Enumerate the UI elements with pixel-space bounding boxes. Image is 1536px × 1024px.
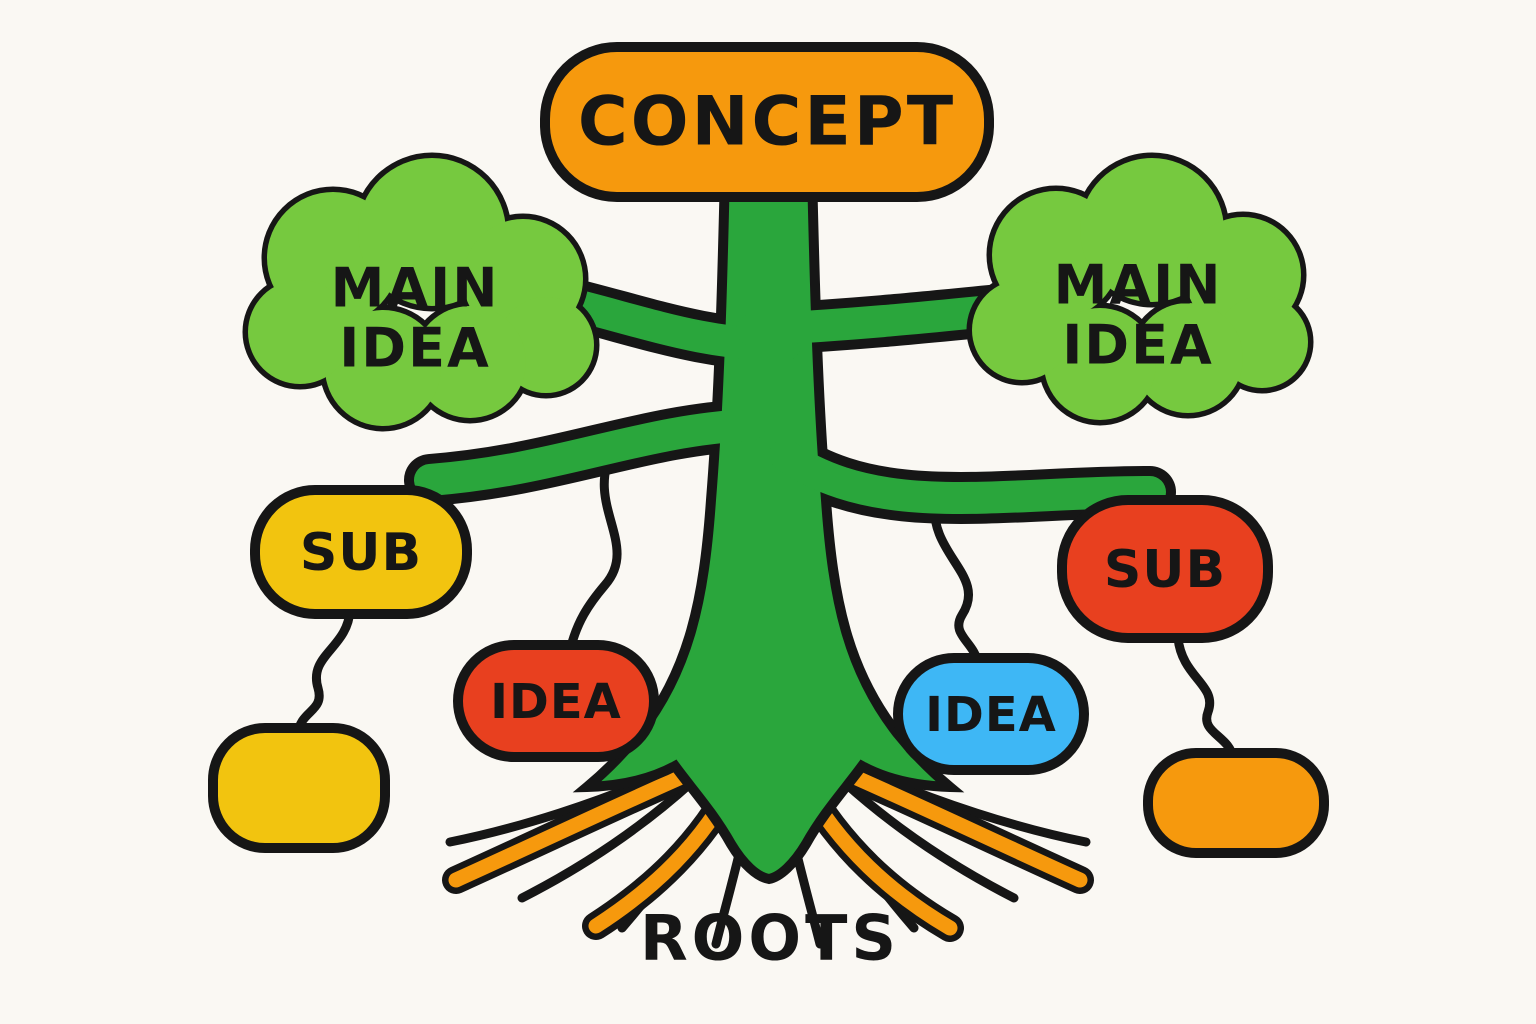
leaf-node-orange — [1143, 748, 1329, 858]
concept-node — [540, 42, 994, 202]
connector-branch-to-idea-left — [565, 447, 622, 655]
branch-mid-left — [414, 409, 766, 496]
connector-sub-right-to-leaf — [1173, 633, 1238, 763]
connector-sub-left-to-leaf — [293, 605, 355, 739]
concept-label: CONCEPT — [578, 83, 956, 162]
main-idea-right-line1: MAIN — [1054, 254, 1223, 317]
sub-node-left — [250, 485, 472, 619]
root-orange — [448, 760, 710, 888]
main-idea-left-line1: MAIN — [331, 257, 500, 320]
root-line — [839, 777, 1019, 903]
branch-mid-right — [769, 439, 1166, 514]
main-idea-right-line2: IDEA — [1062, 314, 1214, 377]
root-line — [517, 777, 697, 903]
idea-node-right — [893, 653, 1089, 775]
main-idea-left-line2: IDEA — [339, 317, 491, 380]
root-orange — [826, 760, 1088, 888]
labels: CONCEPT MAIN IDEA MAIN IDEA SUB IDEA IDE… — [300, 83, 1226, 975]
tree-trunk — [572, 165, 965, 885]
branch-upper-right — [736, 294, 1016, 346]
branches — [414, 284, 1166, 514]
connector-lines — [293, 447, 1238, 763]
sub-node-right — [1057, 495, 1273, 643]
nodes — [208, 42, 1329, 858]
idea-right-label: IDEA — [925, 687, 1057, 743]
sub-right-label: SUB — [1104, 540, 1226, 600]
idea-node-left — [453, 640, 659, 762]
sub-left-label: SUB — [300, 523, 422, 583]
leaf-node-yellow — [208, 723, 390, 853]
roots-label: ROOTS — [640, 902, 900, 975]
connector-branch-to-idea-right — [930, 495, 983, 669]
idea-left-label: IDEA — [490, 674, 622, 730]
